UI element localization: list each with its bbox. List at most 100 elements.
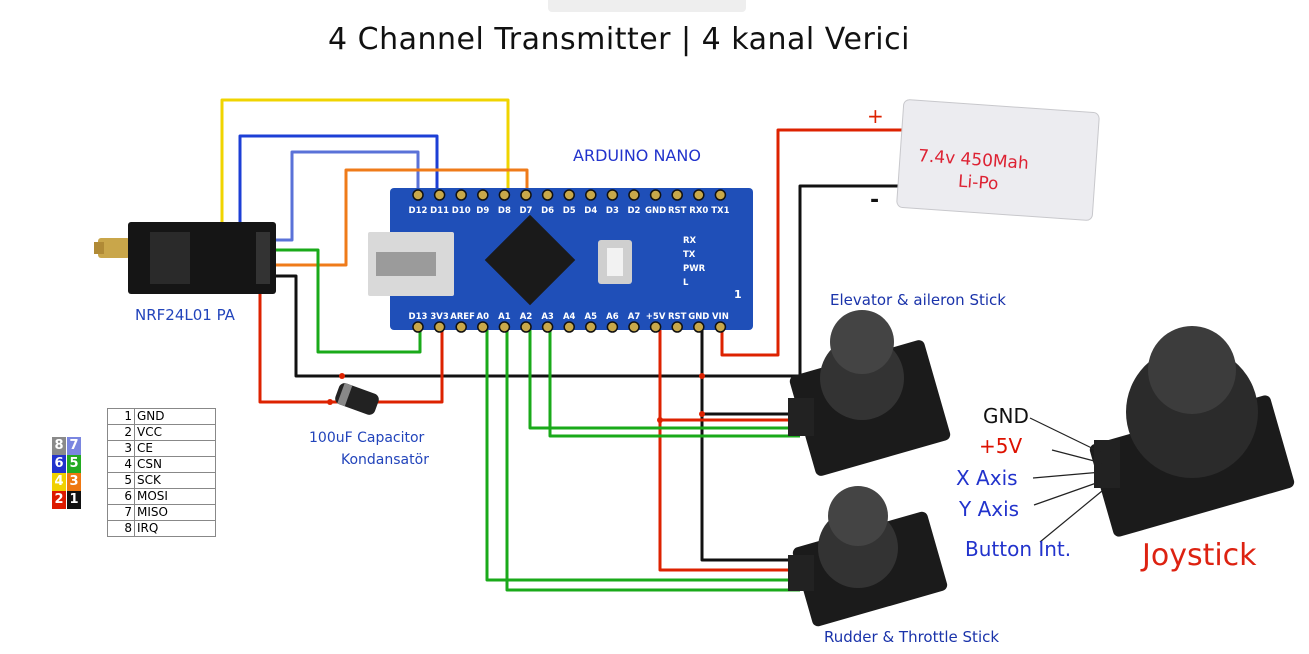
nano-bottom-pin-hole: [649, 321, 662, 333]
nano-bottom-pin-hole: [693, 321, 705, 333]
wire-green-a0: [485, 330, 800, 582]
nano-reset-cap: [607, 248, 623, 276]
nrf-antenna-tip: [94, 242, 104, 254]
nano-led-label: RX: [683, 236, 697, 246]
wire-green-a1: [505, 330, 800, 592]
nano-top-pin-label: GND: [645, 206, 667, 216]
nano-bottom-pin-label: GND: [688, 312, 710, 322]
joystick-pin-x: X Axis: [956, 466, 1018, 490]
capacitor: [335, 382, 379, 415]
leader-y: [1033, 480, 1103, 506]
nano-usb-port: [376, 252, 436, 276]
nano-bottom-pin-label: A4: [562, 312, 576, 322]
nano-top-pin-holes: [412, 189, 727, 201]
leader-button: [1039, 490, 1103, 543]
nrf-antenna: [98, 238, 130, 258]
nano-top-pin-hole: [628, 189, 640, 201]
nano-top-pin-label: D7: [519, 206, 533, 216]
wire-green-a2: [528, 330, 800, 430]
pin-name: CSN: [134, 456, 216, 473]
nano-bottom-pin-label: A6: [606, 312, 619, 322]
leader-x: [1032, 471, 1103, 479]
stick-cap: [830, 310, 894, 374]
color-key-cell: 4: [52, 473, 66, 491]
nano-bottom-pin-label: 3V3: [430, 312, 449, 322]
nrf24l01-module: [94, 222, 276, 294]
capacitor-label-tr: Kondansatör: [341, 452, 429, 468]
nano-bottom-pin-label: AREF: [450, 312, 475, 322]
nano-top-pin-label: D11: [430, 206, 450, 216]
nano-bottom-pin-hole: [563, 321, 575, 333]
rudder-stick-label: Rudder & Throttle Stick: [824, 628, 1000, 646]
nano-bottom-pin-label: A5: [584, 312, 598, 322]
nano-top-pin-hole: [455, 189, 467, 201]
nano-bottom-pin-label: A1: [498, 312, 511, 322]
junction-dot: [699, 411, 705, 417]
nano-bottom-pin-label: A2: [519, 312, 533, 322]
nano-bottom-pin-label: RST: [667, 312, 687, 322]
junction-dot: [339, 373, 345, 379]
battery-body: [896, 99, 1100, 221]
pin-number: 1: [107, 408, 135, 425]
nano-bottom-pin-hole: [477, 321, 489, 333]
nano-bottom-pin-hole: [412, 321, 424, 333]
nano-top-pin-label: D6: [541, 206, 555, 216]
module-pins: [1094, 440, 1120, 488]
nano-bottom-pin-hole: [714, 321, 727, 333]
nano-bottom-pin-label: +5V: [645, 312, 666, 322]
wire-red-5v-joy2: [658, 420, 800, 572]
nano-top-pin-label: RST: [667, 206, 687, 216]
joystick-pin-y: Y Axis: [959, 497, 1020, 521]
pin-name: SCK: [134, 472, 216, 489]
nano-top-pin-label: D2: [627, 206, 641, 216]
nano-led-label: PWR: [683, 264, 706, 274]
pin-name: MISO: [134, 504, 216, 521]
capacitor-label: 100uF Capacitor: [309, 430, 425, 446]
leader-5v: [1051, 449, 1103, 464]
nano-top-pin-label: D12: [408, 206, 428, 216]
nano-bottom-pin-hole: [498, 321, 511, 333]
nano-bottom-pin-label: D13: [408, 312, 428, 322]
junction-dot: [699, 373, 705, 379]
pin-name: GND: [134, 408, 216, 425]
nano-top-pin-label: D5: [562, 206, 576, 216]
battery-type-label: Li-Po: [957, 171, 1000, 195]
nano-top-pin-label: D9: [476, 206, 490, 216]
capacitor-stripe: [337, 382, 353, 407]
junction-dot: [327, 399, 333, 405]
pin-leader-lines: [1029, 417, 1103, 543]
nano-top-pin-hole: [520, 189, 532, 201]
pin-name: CE: [134, 440, 216, 457]
nano-bottom-pin-hole: [455, 321, 467, 333]
nano-top-pin-hole: [649, 189, 662, 201]
junction-dot: [657, 417, 663, 423]
wire-black-gnd: [262, 184, 905, 378]
nano-top-pin-label: D4: [584, 206, 598, 216]
nano-bottom-pin-holes: [412, 321, 727, 333]
color-key-cell: 3: [67, 473, 81, 491]
joystick-pin-5v: +5V: [979, 434, 1023, 458]
nano-top-pin-hole: [693, 189, 705, 201]
wire-lightblue-miso: [262, 150, 420, 242]
pin-number: 8: [107, 520, 135, 537]
wire-green-ce: [262, 248, 422, 354]
nano-led-label: TX: [683, 250, 696, 260]
wire-black-gnd-joy1: [700, 376, 800, 416]
rudder-joystick-module: [788, 486, 948, 627]
wires: [220, 98, 905, 592]
nrf-header: [256, 232, 270, 284]
joystick-pin-button: Button Int.: [965, 537, 1072, 561]
nano-bottom-pin-label: A0: [476, 312, 490, 322]
nrf-module-label: NRF24L01 PA: [135, 306, 235, 324]
lipo-battery: [896, 99, 1100, 221]
color-key-cell: 5: [67, 455, 81, 473]
nano-bottom-pin-hole: [541, 321, 554, 333]
wire-junctions: [327, 373, 705, 423]
nano-top-pin-hole: [606, 189, 619, 201]
nano-led-label: L: [683, 278, 689, 288]
